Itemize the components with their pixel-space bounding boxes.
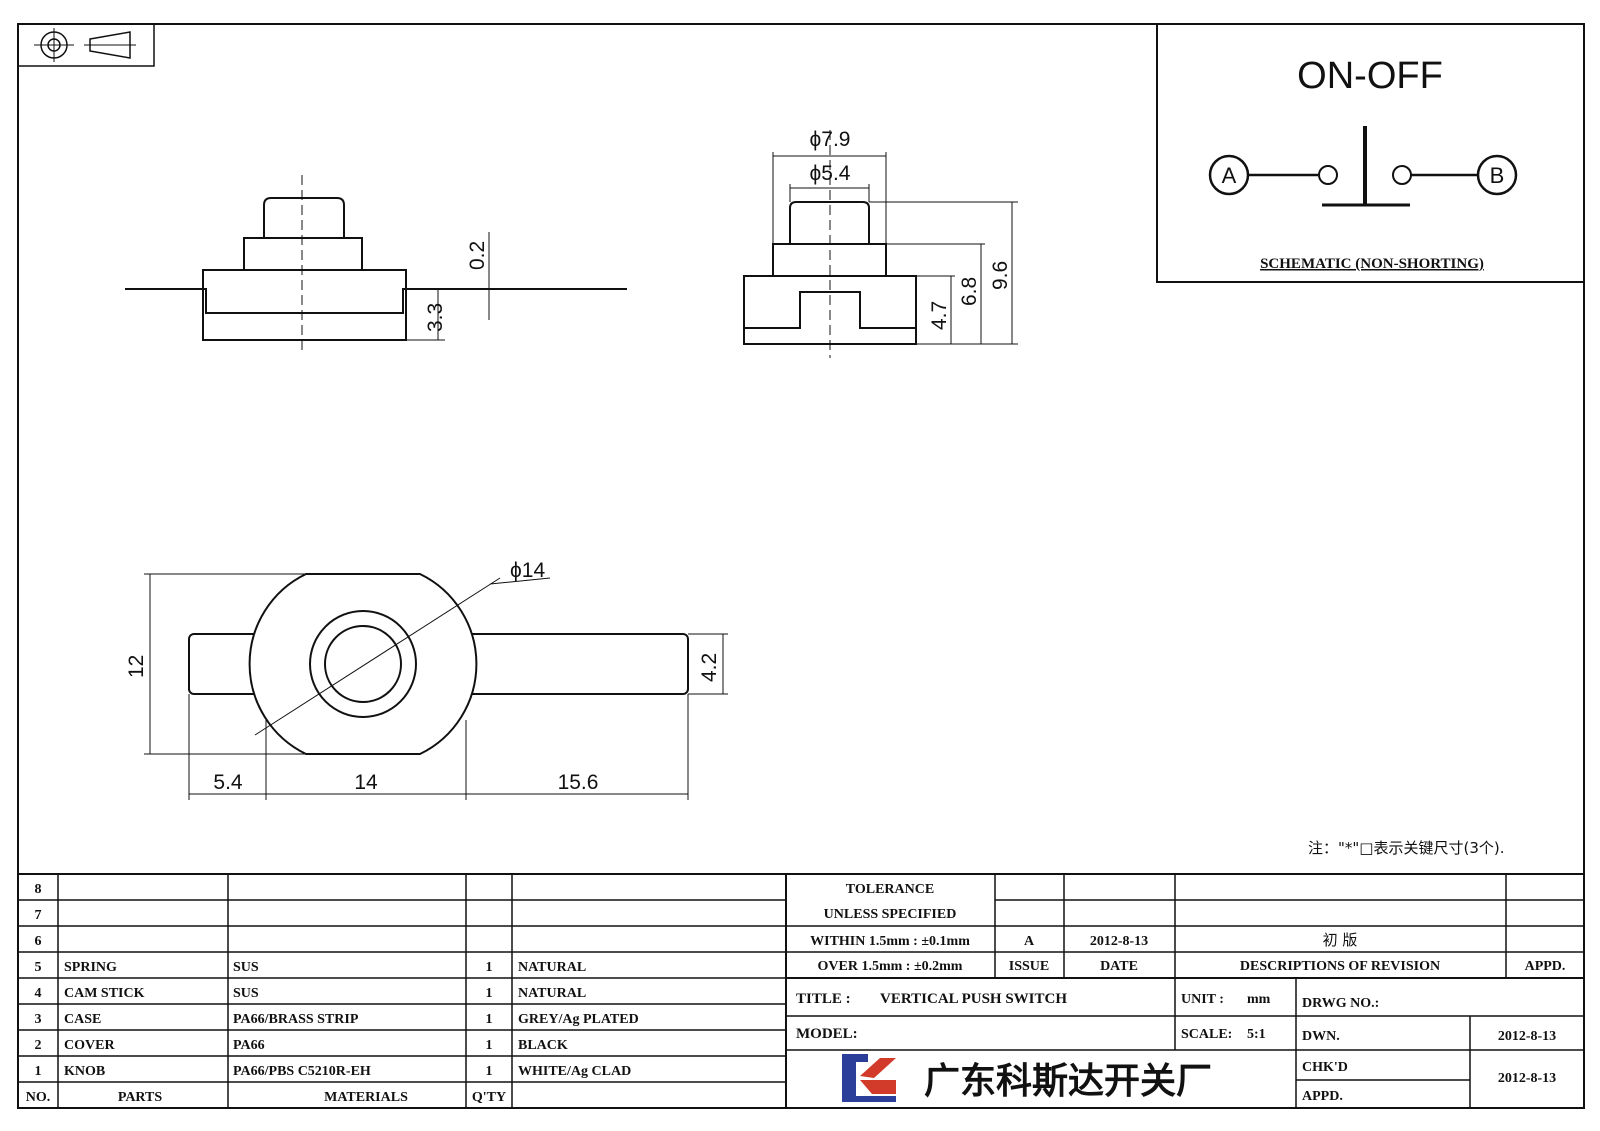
company-logo-icon — [842, 1054, 896, 1102]
bom-finish: NATURAL — [518, 960, 586, 975]
tolerance-line4: OVER 1.5mm : ±0.2mm — [818, 959, 963, 974]
bom-finish: NATURAL — [518, 986, 586, 1001]
bom-material: SUS — [233, 960, 259, 975]
dim-front-inner-dia: ϕ5.4 — [810, 162, 851, 185]
title-block-grid — [18, 873, 1584, 1108]
unit-value: mm — [1247, 992, 1271, 1007]
dim-front-h2: 6.8 — [958, 277, 981, 306]
bom-part: SPRING — [64, 960, 117, 975]
model-label: MODEL: — [796, 1026, 858, 1042]
bom-header-qty: Q'TY — [472, 1090, 506, 1105]
scale-value: 5:1 — [1247, 1027, 1266, 1042]
projection-symbol-icon — [17, 23, 155, 67]
dim-front-h1: 4.7 — [928, 301, 951, 330]
title-label: TITLE : — [796, 991, 851, 1007]
revision-issue-header: ISSUE — [1009, 959, 1049, 974]
scale-label: SCALE: — [1181, 1027, 1232, 1042]
revision-date: 2012-8-13 — [1090, 934, 1148, 949]
bom-header-materials: MATERIALS — [324, 1090, 408, 1105]
bom-finish: BLACK — [518, 1038, 568, 1053]
tolerance-line2: UNLESS SPECIFIED — [824, 907, 957, 922]
bom-header-parts: PARTS — [118, 1090, 163, 1105]
chkd-label: CHK'D — [1302, 1060, 1348, 1075]
bom-part: KNOB — [64, 1064, 105, 1079]
bom-no: 2 — [35, 1038, 42, 1053]
sheet-border — [17, 23, 1585, 1109]
bom-qty: 1 — [486, 960, 493, 975]
side-view — [125, 175, 627, 350]
bom-part: CASE — [64, 1012, 101, 1027]
bom-header: NO. PARTS MATERIALS Q'TY — [26, 1090, 506, 1105]
tolerance-line1: TOLERANCE — [846, 882, 934, 897]
bom-material: SUS — [233, 986, 259, 1001]
dim-top-left: 5.4 — [213, 771, 243, 794]
bom-qty: 1 — [486, 1038, 493, 1053]
terminal-a-label: A — [1222, 163, 1237, 188]
drawing-title: VERTICAL PUSH SWITCH — [880, 991, 1067, 1007]
bom-qty: 1 — [486, 1012, 493, 1027]
schematic-caption: SCHEMATIC (NON-SHORTING) — [1260, 256, 1484, 272]
terminal-b-label: B — [1490, 163, 1505, 188]
bom-no: 1 — [35, 1064, 42, 1079]
schematic-title: ON-OFF — [1297, 55, 1443, 97]
revision-date-header: DATE — [1100, 959, 1138, 974]
drwg-no-label: DRWG NO.: — [1302, 996, 1379, 1011]
dim-top-right: 15.6 — [558, 771, 599, 794]
bom-no: 6 — [35, 934, 42, 949]
chkd-date: 2012-8-13 — [1498, 1071, 1556, 1086]
revision-issue: A — [1024, 934, 1035, 949]
top-view — [144, 573, 728, 800]
bom-no: 8 — [35, 882, 42, 897]
bom-header-no: NO. — [26, 1090, 51, 1105]
dim-top-height: 12 — [125, 655, 148, 678]
dim-side-depth: 3.3 — [424, 303, 447, 332]
dim-side-height: 0.2 — [466, 241, 489, 270]
bom-no: 5 — [35, 960, 42, 975]
dim-top-dia: ϕ14 — [510, 559, 545, 582]
bom-finish: WHITE/Ag CLAD — [518, 1064, 631, 1079]
bom-material: PA66 — [233, 1038, 265, 1053]
revision-description: 初 版 — [1323, 931, 1358, 949]
appd-label: APPD. — [1302, 1089, 1343, 1104]
dim-top-mid: 14 — [354, 771, 378, 794]
front-view — [743, 130, 1018, 358]
dim-top-tab: 4.2 — [698, 653, 721, 682]
dim-front-outer-dia: ϕ7.9 — [810, 128, 851, 151]
tolerance-line3: WITHIN 1.5mm : ±0.1mm — [810, 934, 970, 949]
bom-qty: 1 — [486, 986, 493, 1001]
bom-no: 7 — [35, 908, 42, 923]
bom-no: 3 — [35, 1012, 42, 1027]
note-text: 注："*"□表示关键尺寸(3个). — [1308, 839, 1505, 857]
dwn-date: 2012-8-13 — [1498, 1029, 1556, 1044]
revision-appd-header: APPD. — [1525, 959, 1566, 974]
company-name: 广东科斯达开关厂 — [924, 1061, 1212, 1102]
schematic-panel: ON-OFF A B SCHEMATIC (NON-SHORTING) — [1156, 23, 1585, 283]
bom-qty: 1 — [486, 1064, 493, 1079]
bom-material: PA66/BRASS STRIP — [233, 1012, 359, 1027]
dwn-label: DWN. — [1302, 1029, 1340, 1044]
bom-finish: GREY/Ag PLATED — [518, 1012, 639, 1027]
bom-material: PA66/PBS C5210R-EH — [233, 1064, 371, 1079]
bom-part: COVER — [64, 1038, 115, 1053]
dim-front-h3: 9.6 — [989, 261, 1012, 290]
bom-part: CAM STICK — [64, 986, 145, 1001]
revision-desc-header: DESCRIPTIONS OF REVISION — [1240, 959, 1440, 974]
bom-no: 4 — [35, 986, 42, 1001]
unit-label: UNIT : — [1181, 992, 1224, 1007]
